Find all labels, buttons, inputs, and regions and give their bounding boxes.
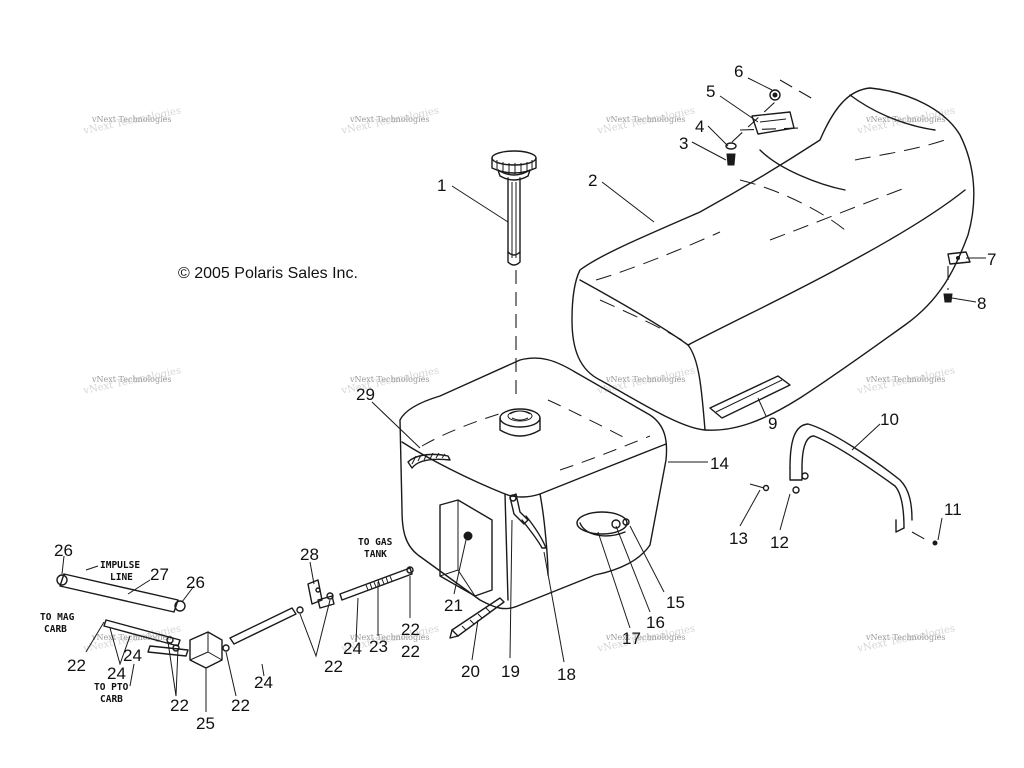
watermark-text: vNext Technologies: [91, 115, 171, 124]
tank-strap: [449, 597, 505, 639]
callout-27: 27: [150, 565, 169, 584]
seat-hinge-hardware: [725, 79, 819, 166]
tag-impulse-line-2: LINE: [110, 572, 133, 583]
tag-to-pto-carb-2: CARB: [100, 694, 123, 705]
tag-impulse-line-1: IMPULSE: [100, 560, 140, 571]
callout-13: 13: [729, 529, 748, 548]
watermark-text: vNext Technologies: [865, 115, 945, 124]
fuel-cap-gauge: [491, 150, 537, 266]
tag-to-gas-tank-2: TANK: [364, 549, 387, 560]
callout-23: 23: [369, 637, 388, 656]
watermark-text: vNext Technologies: [605, 633, 685, 642]
callout-leaders: [61, 77, 986, 712]
callout-17: 17: [622, 629, 641, 648]
callout-5: 5: [706, 82, 715, 101]
callout-6: 6: [734, 62, 743, 81]
callout-22-b: 22: [170, 696, 189, 715]
callout-24-d: 24: [343, 639, 362, 658]
callout-numbers: 1 2 3 4 5 6 7 8 9 10 11 12 13 14 15 16 1…: [54, 62, 996, 733]
callout-19: 19: [501, 662, 520, 681]
callout-28: 28: [300, 545, 319, 564]
callout-2: 2: [588, 171, 597, 190]
callout-22-f: 22: [401, 642, 420, 661]
callout-21: 21: [444, 596, 463, 615]
hose-clip: [407, 452, 451, 469]
callout-24-c: 24: [254, 673, 273, 692]
watermark-text: vNext Technologies: [349, 375, 429, 384]
callout-1: 1: [437, 176, 446, 195]
callout-22-a: 22: [67, 656, 86, 675]
watermark-text: vNext Technologies: [865, 375, 945, 384]
watermark-text: vNext Technologies: [91, 633, 171, 642]
watermark-text: vNext Technologies: [349, 633, 429, 642]
callout-29: 29: [356, 385, 375, 404]
grab-bracket: [749, 423, 938, 546]
watermark-text: vNext Technologies: [605, 375, 685, 384]
fuel-line-assembly: [56, 566, 414, 669]
callout-26-b: 26: [186, 573, 205, 592]
seat-strap: [709, 375, 791, 419]
callout-20: 20: [461, 662, 480, 681]
tag-to-mag-carb-1: TO MAG: [40, 612, 75, 623]
copyright-text: © 2005 Polaris Sales Inc.: [178, 265, 358, 282]
callout-15: 15: [666, 593, 685, 612]
callout-11: 11: [944, 500, 962, 519]
callout-26-a: 26: [54, 541, 73, 560]
callout-14: 14: [710, 454, 729, 473]
callout-9: 9: [768, 414, 777, 433]
seat-latch: [943, 251, 971, 303]
callout-7: 7: [987, 250, 996, 269]
tag-to-pto-carb-1: TO PTO: [94, 682, 129, 693]
callout-3: 3: [679, 134, 688, 153]
callout-22-d: 22: [324, 657, 343, 676]
callout-22-e: 22: [401, 620, 420, 639]
callout-8: 8: [977, 294, 986, 313]
callout-10: 10: [880, 410, 899, 429]
watermark-text: vNext Technologies: [349, 115, 429, 124]
callout-22-c: 22: [231, 696, 250, 715]
callout-25: 25: [196, 714, 215, 733]
callout-24-b: 24: [123, 646, 142, 665]
callout-12: 12: [770, 533, 789, 552]
watermark-text: vNext Technologies: [605, 115, 685, 124]
fuel-tank: [399, 357, 668, 610]
tag-to-gas-tank-1: TO GAS: [358, 537, 393, 548]
tag-to-mag-carb-2: CARB: [44, 624, 67, 635]
callout-16: 16: [646, 613, 665, 632]
watermark-text: vNext Technologies: [91, 375, 171, 384]
callout-4: 4: [695, 117, 704, 136]
callout-18: 18: [557, 665, 576, 684]
watermark-text: vNext Technologies: [865, 633, 945, 642]
callout-24-a: 24: [107, 664, 126, 683]
seat: [571, 87, 975, 431]
